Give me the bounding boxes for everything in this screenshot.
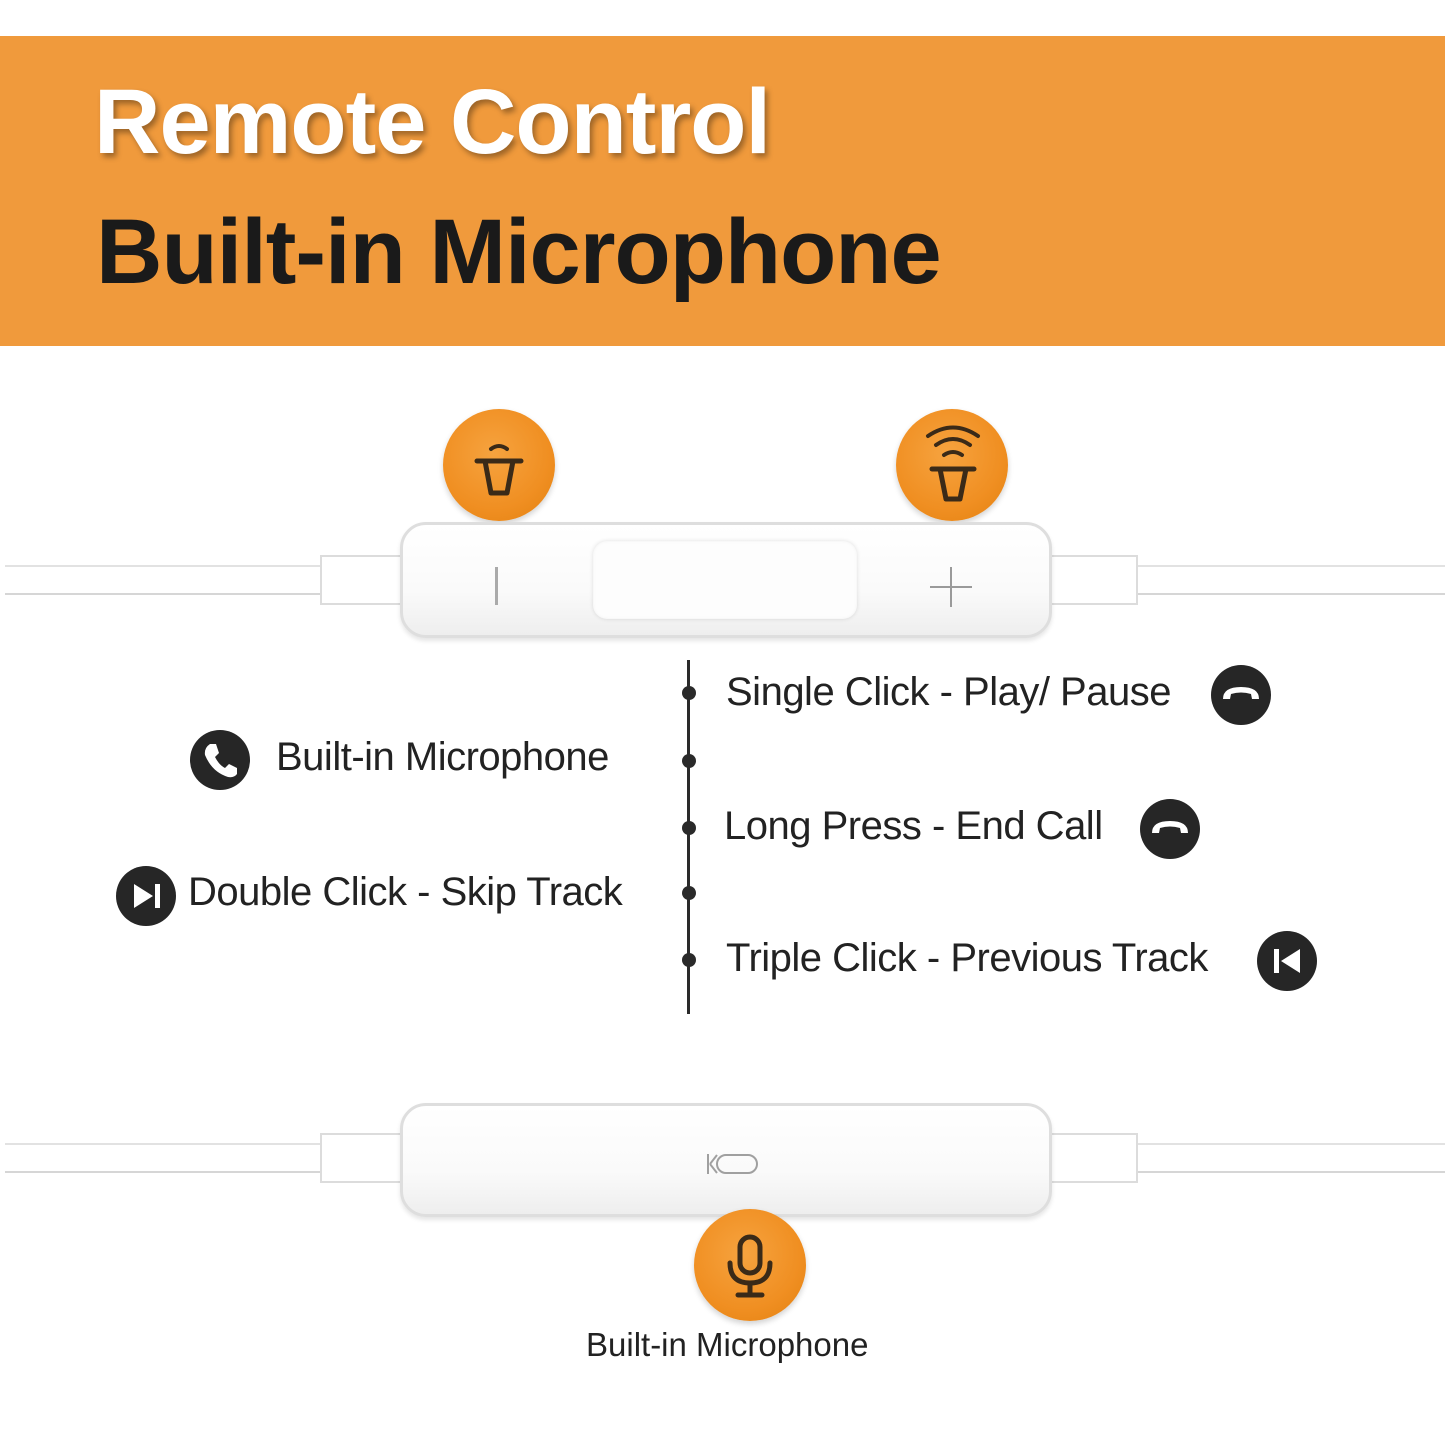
function-triple-click: Triple Click - Previous Track — [726, 936, 1208, 980]
cable-sleeve-right-top — [1048, 555, 1138, 605]
volume-up-icon — [896, 409, 1008, 521]
skip-next-icon — [116, 866, 176, 926]
volume-plus-bar — [930, 586, 972, 588]
timeline-dot — [682, 821, 696, 835]
cable-left-top — [5, 565, 325, 595]
function-built-in-microphone: Built-in Microphone — [276, 735, 609, 779]
function-long-press: Long Press - End Call — [724, 804, 1103, 848]
cable-sleeve-left-bottom — [320, 1133, 410, 1183]
cable-right-top — [1130, 565, 1445, 595]
bottom-microphone-caption: Built-in Microphone — [586, 1326, 869, 1363]
microphone-icon — [694, 1209, 806, 1321]
volume-down-icon — [443, 409, 555, 521]
center-button[interactable] — [593, 541, 857, 619]
cable-right-bottom — [1130, 1143, 1445, 1173]
timeline-dot — [682, 686, 696, 700]
hang-up-icon — [1140, 799, 1200, 859]
skip-previous-icon — [1257, 931, 1317, 991]
timeline-dot — [682, 953, 696, 967]
phone-icon — [190, 730, 250, 790]
title-remote-control: Remote Control — [94, 71, 771, 173]
remote-mic-emblem-icon — [707, 1154, 758, 1174]
cable-sleeve-left-top — [320, 555, 410, 605]
timeline-dot — [682, 886, 696, 900]
cable-left-bottom — [5, 1143, 325, 1173]
function-single-click: Single Click - Play/ Pause — [726, 670, 1171, 714]
timeline-line — [687, 660, 690, 1014]
cable-sleeve-right-bottom — [1048, 1133, 1138, 1183]
hang-up-icon — [1211, 665, 1271, 725]
remote-control-bottom — [400, 1103, 1052, 1217]
timeline-dot — [682, 754, 696, 768]
header-banner — [0, 36, 1445, 346]
title-built-in-microphone: Built-in Microphone — [96, 201, 942, 303]
remote-control-top — [400, 522, 1052, 638]
volume-minus-button[interactable] — [495, 567, 498, 605]
function-double-click: Double Click - Skip Track — [188, 870, 623, 914]
